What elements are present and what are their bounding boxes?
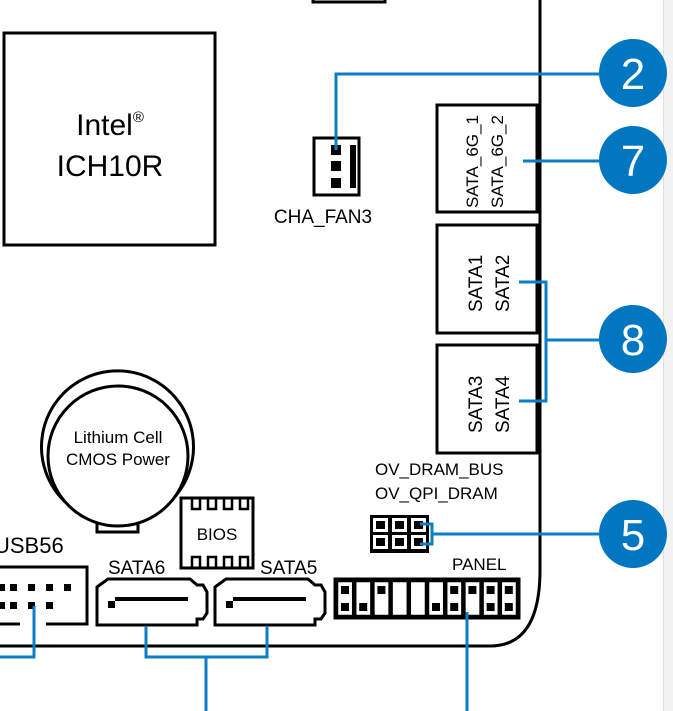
battery-label-line1: Lithium Cell xyxy=(74,428,163,447)
sata-6g-2-label: SATA_6G_2 xyxy=(488,115,507,208)
ich10r-chip: Intel® ICH10R xyxy=(2,31,217,247)
usb-pin xyxy=(28,602,35,609)
bios-pin xyxy=(190,555,202,568)
jumper-pin xyxy=(395,521,404,529)
sata-1-2-connector: SATA1 SATA2 xyxy=(435,223,539,335)
cha-fan3-connector: CHA_FAN3 xyxy=(274,136,372,228)
callout-line-8 xyxy=(519,280,600,403)
top-component-edge xyxy=(311,0,387,4)
cmos-battery: Lithium Cell CMOS Power xyxy=(40,369,195,534)
sata6-port: SATA6 xyxy=(95,558,209,627)
bios-chip: BIOS xyxy=(179,496,255,570)
usb-pin xyxy=(46,602,53,609)
sata4-label: SATA4 xyxy=(493,375,514,433)
chip-label-line1: Intel® xyxy=(76,109,144,142)
panel-pin xyxy=(504,586,513,594)
callout-line-sata56 xyxy=(144,626,269,711)
panel-pin xyxy=(341,586,349,594)
callout-number: 2 xyxy=(621,50,645,99)
panel-pin-slot xyxy=(390,579,410,618)
callout-line-5 xyxy=(420,522,600,546)
usb-pin xyxy=(0,602,5,609)
bios-pin xyxy=(222,555,234,568)
jumper-pin xyxy=(414,521,423,529)
sata6-label: SATA6 xyxy=(108,558,165,579)
sata5-port: SATA5 xyxy=(213,558,327,627)
cha-fan3-label: CHA_FAN3 xyxy=(274,207,372,228)
panel-pin xyxy=(450,586,459,594)
usb56-label: USB56 xyxy=(0,533,64,558)
battery-label-line2: CMOS Power xyxy=(66,450,170,469)
panel-pin xyxy=(359,603,368,611)
sata-6g-1-label: SATA_6G_1 xyxy=(463,115,482,208)
panel-pin xyxy=(377,586,386,594)
sata3-label: SATA3 xyxy=(466,376,487,433)
panel-pin-slot xyxy=(408,579,428,618)
ov-qpi-dram-label: OV_QPI_DRAM xyxy=(375,484,498,503)
panel-pin xyxy=(432,603,440,611)
ov-jumper-block: OV_DRAM_BUS OV_QPI_DRAM xyxy=(370,460,503,553)
callout-line-2 xyxy=(334,72,600,150)
callout-line-usb xyxy=(0,606,36,659)
callout-circle xyxy=(599,305,667,373)
ov-dram-bus-label: OV_DRAM_BUS xyxy=(375,460,503,479)
usb-pin xyxy=(46,584,53,591)
usb-pin xyxy=(28,584,35,591)
bios-pin xyxy=(222,498,234,511)
panel-pin xyxy=(450,603,459,611)
usb-pin xyxy=(10,602,17,609)
panel-pin xyxy=(504,603,513,611)
usb-pin xyxy=(0,584,5,591)
page-edge-strip xyxy=(663,0,673,711)
callout-badge-8: 8 xyxy=(599,305,667,373)
bios-pin xyxy=(238,498,250,511)
chip-label-line2: ICH10R xyxy=(57,150,164,183)
panel-header: PANEL xyxy=(333,555,521,620)
panel-label: PANEL xyxy=(452,555,507,574)
sata5-label: SATA5 xyxy=(260,558,317,579)
callout-circle xyxy=(599,126,667,194)
callout-circle xyxy=(599,500,667,568)
bios-pin xyxy=(206,555,218,568)
jumper-pin xyxy=(395,538,404,546)
callout-number: 7 xyxy=(621,137,645,186)
bios-pin xyxy=(190,498,202,511)
panel-pin xyxy=(341,603,349,611)
jumper-pin xyxy=(376,538,385,546)
board-outline xyxy=(0,0,542,648)
callout-circle xyxy=(599,39,667,107)
usb-pin xyxy=(10,584,17,591)
panel-pin xyxy=(486,586,495,594)
panel-pin xyxy=(468,586,477,594)
callout-number: 8 xyxy=(621,316,645,365)
bios-pin xyxy=(238,555,250,568)
bios-pin xyxy=(206,498,218,511)
callout-badge-7: 7 xyxy=(599,126,667,194)
bios-label: BIOS xyxy=(197,525,238,544)
usb56-header: USB56 xyxy=(0,533,89,626)
usb-pin xyxy=(64,584,71,591)
callout-badge-2: 2 xyxy=(599,39,667,107)
sata-6g-connector: SATA_6G_1 SATA_6G_2 xyxy=(435,103,539,214)
sata1-label: SATA1 xyxy=(466,255,487,312)
callout-number: 5 xyxy=(621,511,645,560)
jumper-pin xyxy=(414,538,423,546)
sata2-label: SATA2 xyxy=(493,255,514,312)
sata-3-4-connector: SATA3 SATA4 xyxy=(435,343,539,455)
callout-badge-5: 5 xyxy=(599,500,667,568)
jumper-pin xyxy=(376,521,385,529)
panel-pin xyxy=(486,603,495,611)
